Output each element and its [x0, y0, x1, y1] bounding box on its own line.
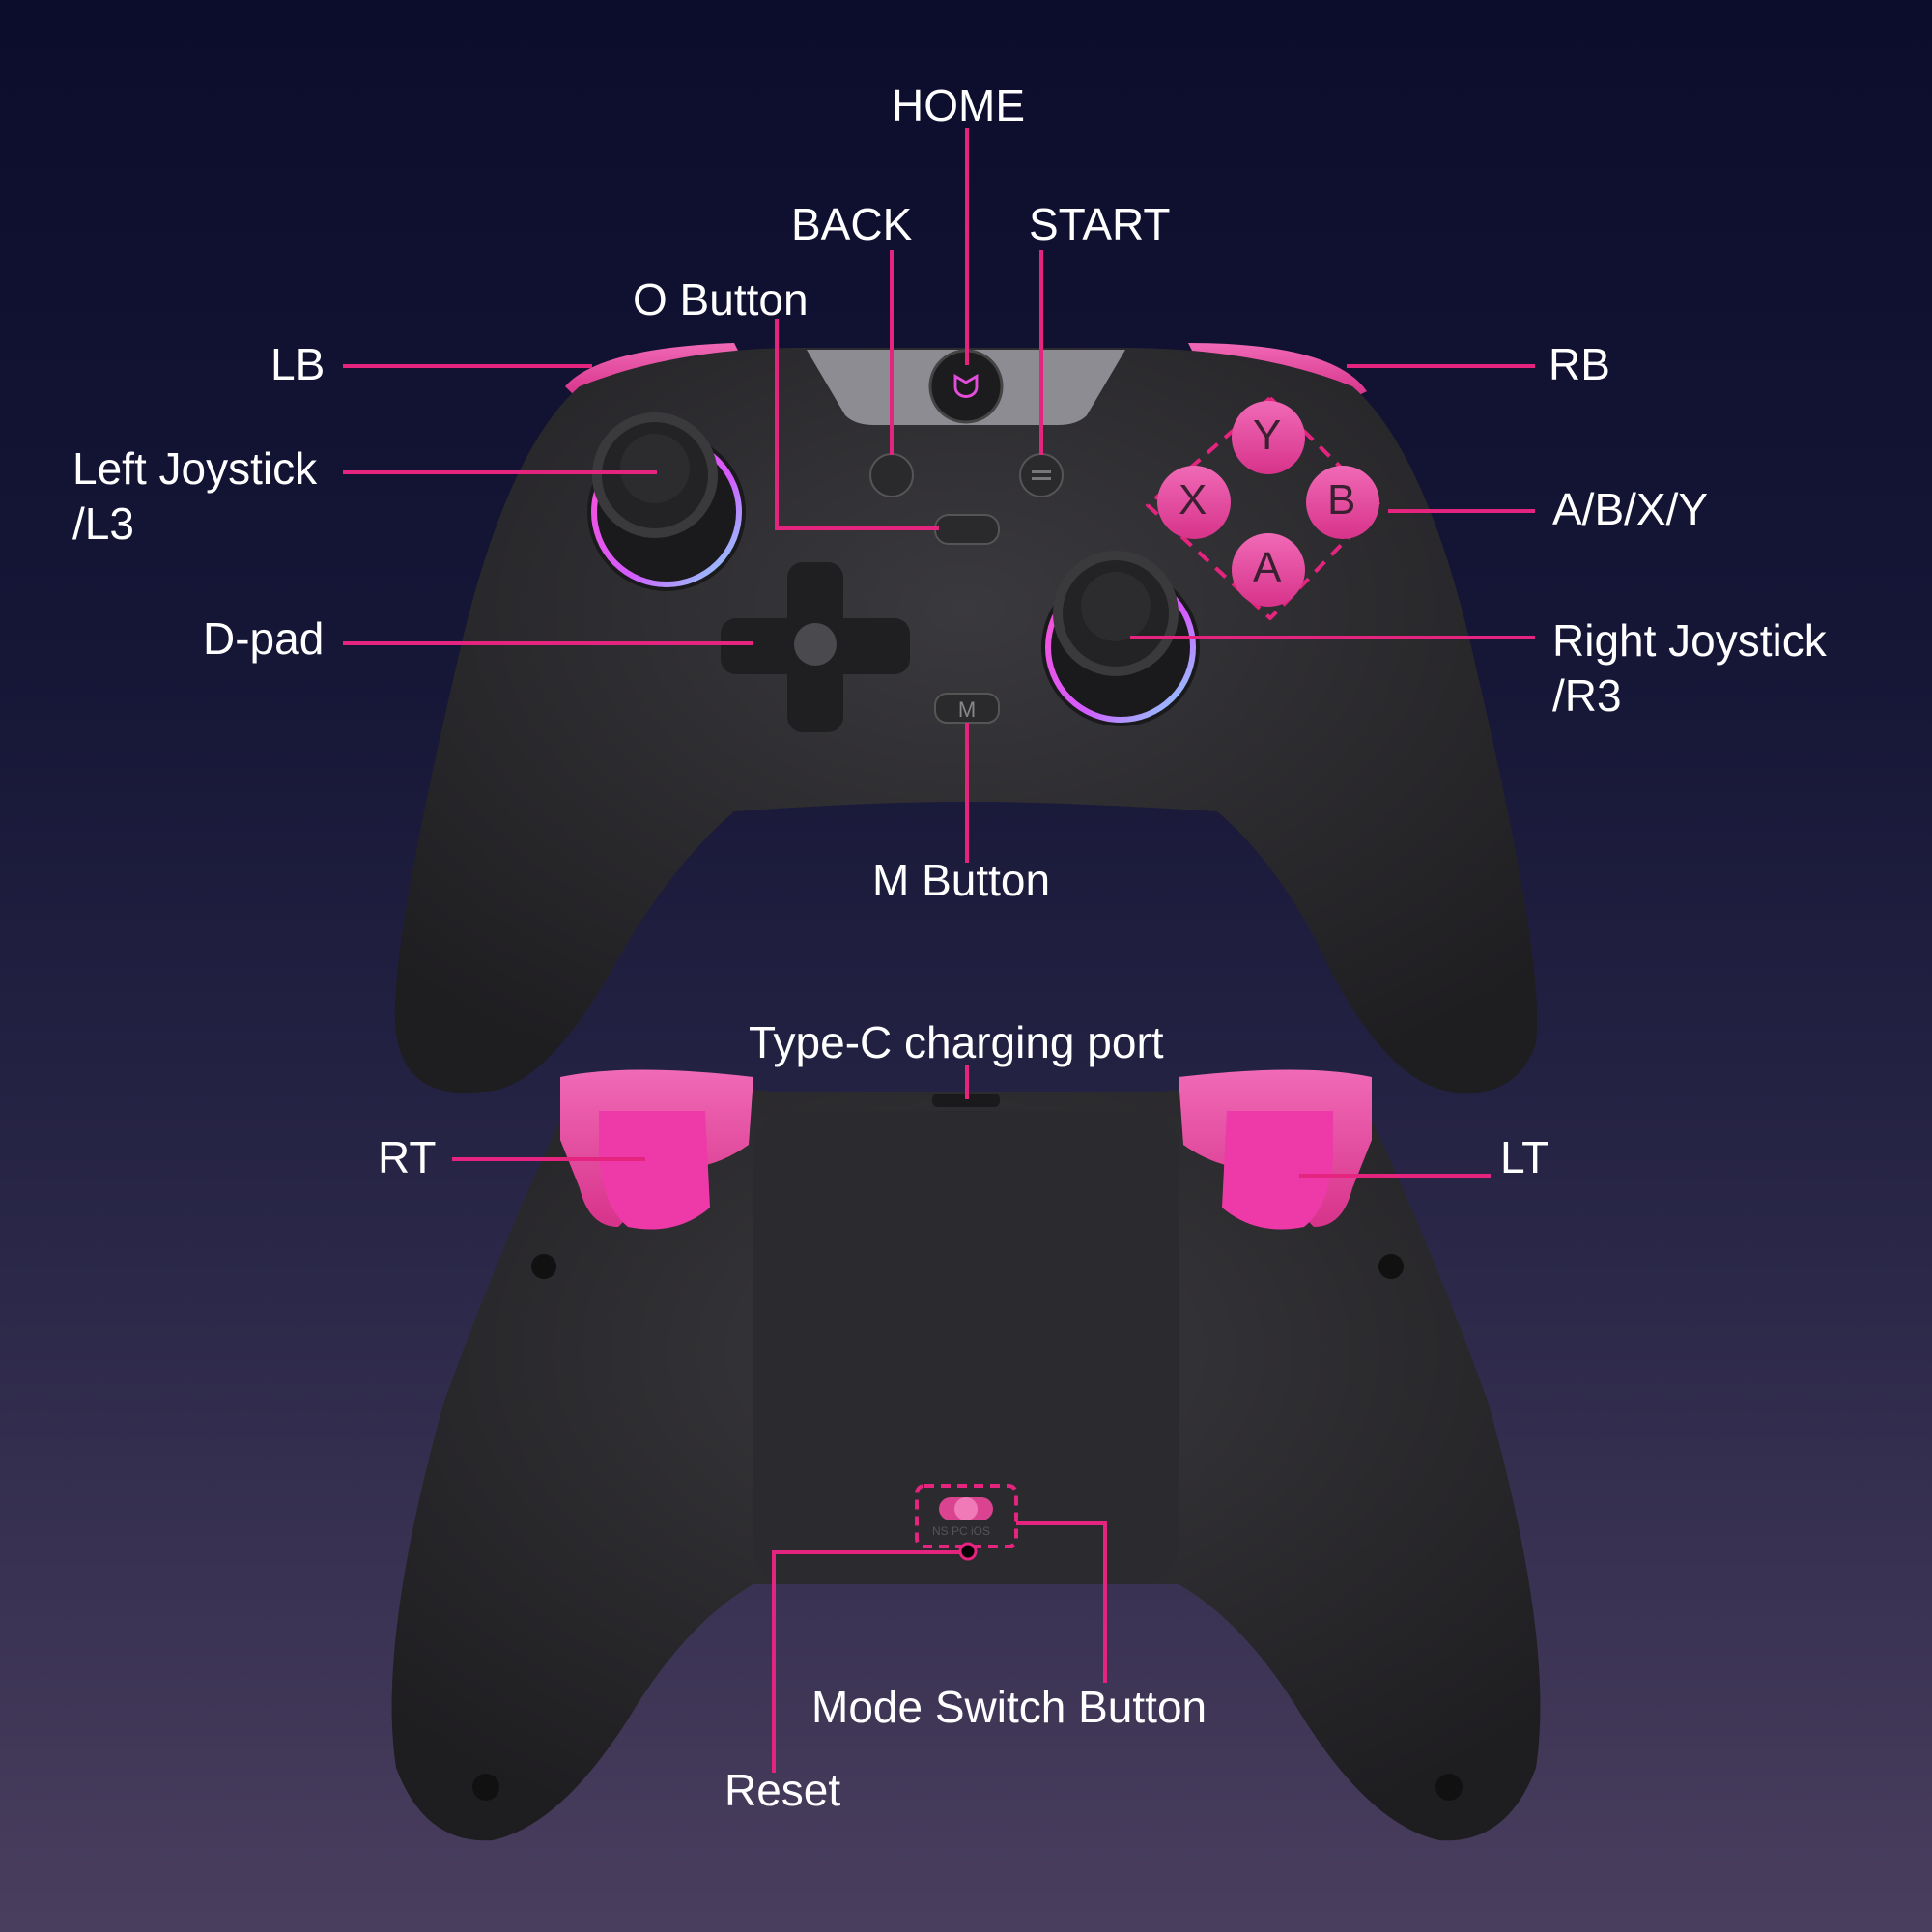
lt-leader [1299, 1174, 1491, 1178]
label-left-joystick-l3: /L3 [72, 498, 134, 549]
label-dpad: D-pad [203, 613, 325, 664]
m-leader [965, 723, 969, 863]
label-right-joystick: Right Joystick [1552, 615, 1827, 666]
label-home: HOME [892, 80, 1025, 130]
reset-leader-h [772, 1550, 961, 1554]
lb-leader [343, 364, 592, 368]
x-letter: X [1179, 476, 1208, 524]
b-letter: B [1327, 476, 1356, 524]
label-lt: LT [1500, 1132, 1549, 1182]
label-abxy: A/B/X/Y [1552, 484, 1709, 534]
home-leader [965, 128, 969, 365]
y-letter: Y [1253, 412, 1282, 459]
reset-leader-v [772, 1550, 776, 1773]
label-type-c: Type-C charging port [749, 1017, 1164, 1067]
o-leader-v [775, 319, 779, 529]
svg-text:ᗢ: ᗢ [952, 368, 980, 407]
reset-hole [958, 1542, 978, 1561]
b-button [1306, 466, 1379, 539]
back-button [869, 453, 914, 497]
label-reset: Reset [724, 1765, 841, 1815]
label-lb: LB [270, 339, 326, 389]
a-button [1232, 533, 1305, 607]
label-rt: RT [378, 1132, 437, 1182]
typec-leader [965, 1065, 969, 1099]
svg-text:M: M [958, 697, 976, 722]
start-leader [1039, 250, 1043, 455]
o-button [934, 514, 1000, 545]
back-leader [890, 250, 894, 455]
dpad [721, 562, 910, 732]
start-button [1019, 453, 1064, 497]
label-m-button: M Button [872, 855, 1051, 905]
lj-leader [343, 470, 657, 474]
rb-leader [1347, 364, 1535, 368]
label-left-joystick: Left Joystick [72, 443, 318, 494]
mode-leader-h [1016, 1521, 1107, 1525]
y-button [1232, 401, 1305, 474]
label-o-button: O Button [633, 274, 809, 325]
rt-leader [452, 1157, 645, 1161]
dpad-leader [343, 641, 753, 645]
label-rb: RB [1548, 339, 1610, 389]
mode-leader-v [1103, 1521, 1107, 1683]
a-letter: A [1253, 544, 1282, 591]
label-right-joystick-r3: /R3 [1552, 670, 1622, 721]
x-button [1157, 466, 1231, 539]
rj-leader [1130, 636, 1535, 639]
o-leader-h [775, 526, 939, 530]
label-back: BACK [791, 199, 913, 249]
abxy-leader [1388, 509, 1535, 513]
label-start: START [1029, 199, 1171, 249]
mode-switch-text: NS PC iOS [932, 1524, 991, 1538]
label-mode-switch: Mode Switch Button [811, 1682, 1208, 1732]
